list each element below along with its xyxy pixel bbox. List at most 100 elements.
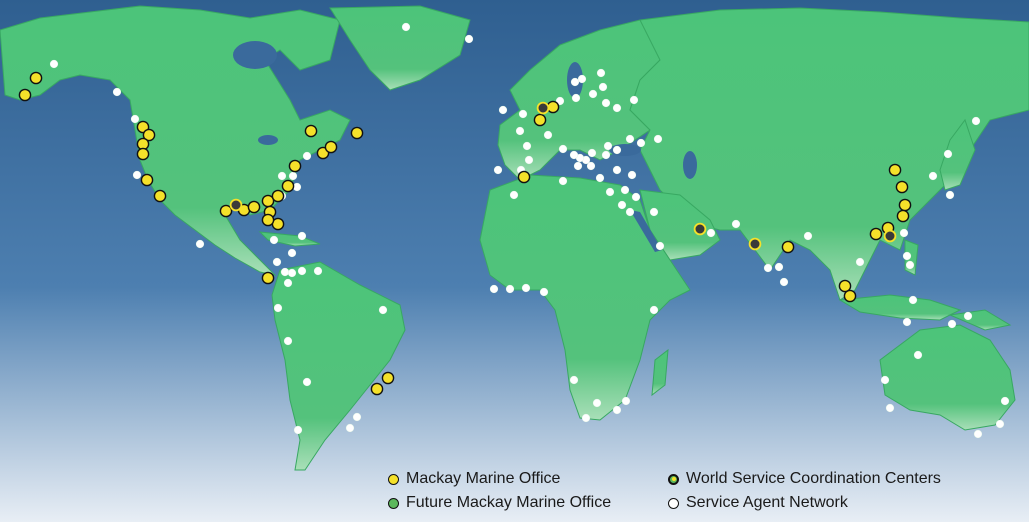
agent-marker bbox=[605, 187, 615, 197]
agent-marker bbox=[588, 89, 598, 99]
agent-marker bbox=[287, 268, 297, 278]
agent-marker bbox=[617, 200, 627, 210]
agent-marker bbox=[655, 241, 665, 251]
agent-marker bbox=[464, 34, 474, 44]
agent-marker bbox=[731, 219, 741, 229]
office-marker bbox=[261, 271, 275, 285]
agent-marker bbox=[636, 138, 646, 148]
office-marker bbox=[142, 128, 156, 142]
agent-marker bbox=[625, 134, 635, 144]
agent-marker bbox=[774, 262, 784, 272]
agent-marker bbox=[287, 248, 297, 258]
coordination-center-marker bbox=[536, 101, 550, 115]
caspian-sea bbox=[683, 151, 697, 179]
agent-marker bbox=[913, 350, 923, 360]
agent-marker bbox=[280, 267, 290, 277]
office-marker bbox=[271, 189, 285, 203]
agent-marker bbox=[293, 425, 303, 435]
agent-marker bbox=[269, 235, 279, 245]
office-marker bbox=[18, 88, 32, 102]
agent-marker bbox=[558, 144, 568, 154]
agent-marker bbox=[631, 192, 641, 202]
land-south-america bbox=[271, 261, 406, 471]
agent-marker bbox=[498, 105, 508, 115]
agent-marker bbox=[283, 278, 293, 288]
agent-marker bbox=[543, 130, 553, 140]
agent-marker bbox=[649, 207, 659, 217]
agent-marker bbox=[571, 93, 581, 103]
office-marker bbox=[381, 371, 395, 385]
agent-marker bbox=[601, 150, 611, 160]
agent-marker bbox=[947, 319, 957, 329]
land-madagascar bbox=[651, 348, 669, 397]
agent-marker bbox=[302, 151, 312, 161]
agent-marker bbox=[905, 260, 915, 270]
office-marker bbox=[261, 213, 275, 227]
agent-marker bbox=[401, 22, 411, 32]
office-marker bbox=[281, 179, 295, 193]
great-lakes bbox=[258, 135, 278, 145]
agent-marker bbox=[612, 405, 622, 415]
coordination-center-marker bbox=[748, 237, 762, 251]
office-marker bbox=[869, 227, 883, 241]
coordination-center-marker bbox=[883, 229, 897, 243]
agent-marker bbox=[509, 190, 519, 200]
hudson-bay bbox=[233, 41, 277, 69]
agent-marker bbox=[855, 257, 865, 267]
land-cuba bbox=[258, 231, 321, 247]
agent-marker bbox=[779, 277, 789, 287]
agent-marker bbox=[612, 165, 622, 175]
coordination-center-marker bbox=[693, 222, 707, 236]
agent-marker bbox=[522, 141, 532, 151]
red-sea bbox=[630, 210, 662, 252]
office-marker bbox=[896, 209, 910, 223]
agent-marker bbox=[902, 317, 912, 327]
office-marker bbox=[324, 140, 338, 154]
agent-marker bbox=[569, 375, 579, 385]
office-marker bbox=[304, 124, 318, 138]
agent-marker bbox=[763, 263, 773, 273]
office-marker bbox=[517, 170, 531, 184]
office-marker bbox=[29, 71, 43, 85]
agent-marker bbox=[612, 103, 622, 113]
agent-marker bbox=[573, 161, 583, 171]
agent-marker bbox=[653, 134, 663, 144]
agent-marker bbox=[620, 185, 630, 195]
agent-marker bbox=[592, 398, 602, 408]
landmasses bbox=[0, 5, 1029, 471]
agent-marker bbox=[945, 190, 955, 200]
agent-marker bbox=[601, 98, 611, 108]
agent-marker bbox=[524, 155, 534, 165]
agent-marker bbox=[352, 412, 362, 422]
agent-marker bbox=[971, 116, 981, 126]
agent-marker bbox=[273, 303, 283, 313]
agent-marker bbox=[345, 423, 355, 433]
agent-marker bbox=[629, 95, 639, 105]
agent-marker bbox=[973, 429, 983, 439]
coordination-center-marker bbox=[229, 198, 243, 212]
agent-marker bbox=[277, 171, 287, 181]
agent-marker bbox=[908, 295, 918, 305]
agent-marker bbox=[928, 171, 938, 181]
office-marker bbox=[153, 189, 167, 203]
agent-marker bbox=[378, 305, 388, 315]
agent-marker bbox=[625, 207, 635, 217]
office-marker bbox=[288, 159, 302, 173]
agent-marker bbox=[195, 239, 205, 249]
agent-marker bbox=[603, 141, 613, 151]
agent-marker bbox=[706, 228, 716, 238]
agent-marker bbox=[569, 150, 579, 160]
office-marker bbox=[898, 198, 912, 212]
agent-marker bbox=[943, 149, 953, 159]
office-marker bbox=[533, 113, 547, 127]
agent-marker bbox=[902, 251, 912, 261]
agent-marker bbox=[649, 305, 659, 315]
agent-marker bbox=[1000, 396, 1010, 406]
agent-marker bbox=[570, 77, 580, 87]
agent-marker bbox=[521, 283, 531, 293]
agent-marker bbox=[518, 109, 528, 119]
agent-marker bbox=[539, 287, 549, 297]
agent-marker bbox=[612, 145, 622, 155]
